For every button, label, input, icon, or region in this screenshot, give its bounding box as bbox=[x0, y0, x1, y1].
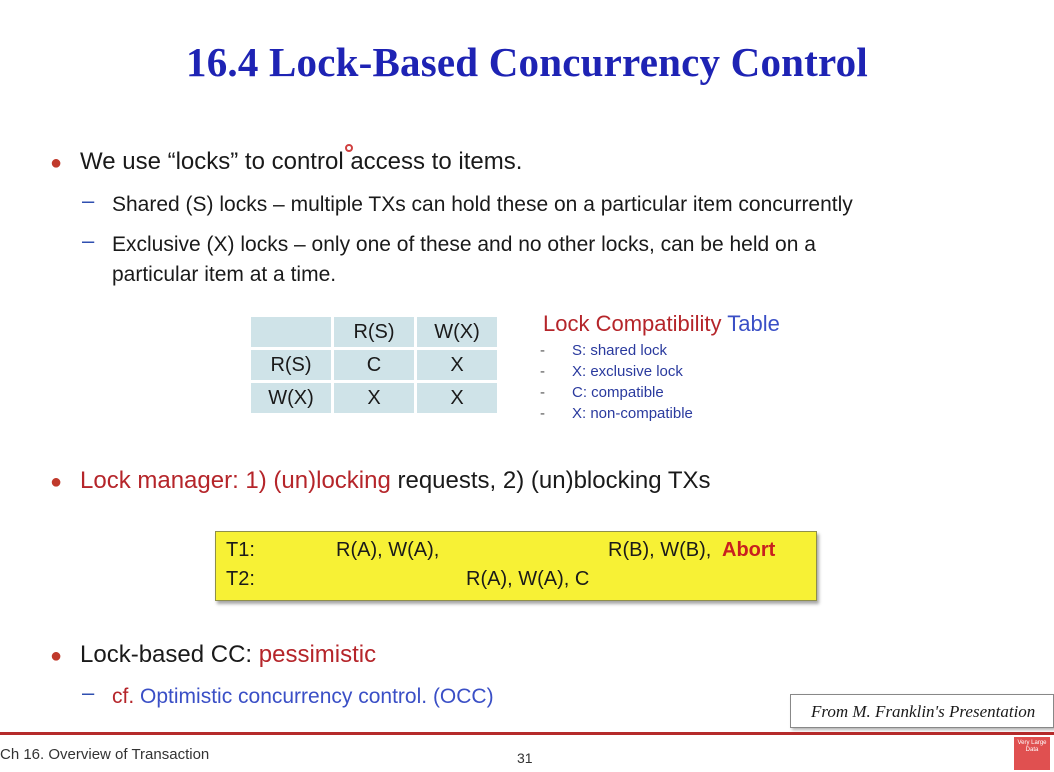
lock-compatibility-table: R(S) W(X) R(S) C X W(X) X X bbox=[248, 314, 500, 416]
footer-chapter: Ch 16. Overview of Transaction bbox=[0, 746, 210, 763]
legend-item-label: S: shared lock bbox=[572, 342, 668, 359]
sub-shared-locks: Shared (S) locks – multiple TXs can hold… bbox=[112, 193, 853, 216]
list-item: -X: exclusive lock bbox=[540, 363, 683, 380]
dash-icon: – bbox=[82, 228, 95, 253]
logo-icon: Very Large Data bbox=[1014, 737, 1050, 770]
bullet-lock-manager: Lock manager: 1) (un)locking requests, 2… bbox=[80, 467, 711, 495]
t1-ops-later: R(B), W(B), bbox=[608, 539, 712, 561]
legend-title-red: Lock Compatibility bbox=[543, 311, 722, 336]
table-row: R(S) C X bbox=[248, 347, 500, 383]
dash-icon: – bbox=[82, 188, 95, 213]
table-cell: R(S) bbox=[331, 314, 417, 350]
table-cell bbox=[248, 314, 334, 350]
bullet-locks: We use “locks” to control access to item… bbox=[80, 148, 523, 175]
table-cell: W(X) bbox=[248, 380, 334, 416]
t2-label: T2: bbox=[226, 568, 255, 590]
schedule-box: T1: R(A), W(A), R(B), W(B), Abort T2: R(… bbox=[215, 531, 817, 601]
legend-list: -S: shared lock -X: exclusive lock -C: c… bbox=[540, 340, 693, 424]
table-cell: R(S) bbox=[248, 347, 334, 383]
sub-exclusive-locks: Exclusive (X) locks – only one of these … bbox=[112, 228, 816, 292]
legend-item-label: C: compatible bbox=[572, 384, 664, 401]
cursor-pointer-icon bbox=[345, 144, 353, 152]
pessimistic-text: pessimistic bbox=[258, 641, 377, 668]
table-cell: X bbox=[331, 380, 417, 416]
list-item: -S: shared lock bbox=[540, 342, 668, 359]
table-cell: W(X) bbox=[414, 314, 500, 350]
lock-based-cc-text: Lock-based CC: bbox=[80, 641, 259, 668]
sub-occ: cf. Optimistic concurrency control. (OCC… bbox=[112, 680, 494, 714]
table-cell: C bbox=[331, 347, 417, 383]
bullet-dot-icon: ● bbox=[50, 645, 63, 667]
t1-label: T1: bbox=[226, 539, 255, 561]
lock-manager-text: requests, 2) (un)blocking TXs bbox=[390, 467, 711, 494]
table-cell: X bbox=[414, 347, 500, 383]
legend-item-label: X: non-compatible bbox=[572, 405, 693, 422]
lock-manager-red-text: Lock manager: 1) (un)locking bbox=[80, 467, 391, 494]
table-cell: X bbox=[414, 380, 500, 416]
sub-exclusive-line2: particular item at a time. bbox=[112, 263, 337, 286]
table-row: W(X) X X bbox=[248, 380, 500, 416]
cf-text: cf. bbox=[112, 685, 141, 708]
list-item: -X: non-compatible bbox=[540, 405, 693, 422]
abort-label: Abort bbox=[722, 539, 776, 561]
bullet-dot-icon: ● bbox=[50, 152, 63, 174]
footer-divider bbox=[0, 732, 1054, 735]
page-number: 31 bbox=[517, 750, 533, 766]
bullet-dot-icon: ● bbox=[50, 471, 63, 493]
slide-title: 16.4 Lock-Based Concurrency Control bbox=[186, 39, 868, 85]
t1-ops: R(A), W(A), bbox=[336, 539, 440, 561]
dash-icon: – bbox=[82, 680, 95, 705]
bullet-lock-based-cc: Lock-based CC: pessimistic bbox=[80, 641, 376, 669]
occ-text: Optimistic concurrency control. (OCC) bbox=[140, 685, 494, 708]
sub-exclusive-line1: Exclusive (X) locks – only one of these … bbox=[112, 233, 816, 256]
legend-item-label: X: exclusive lock bbox=[572, 363, 683, 380]
credit-box: From M. Franklin's Presentation bbox=[790, 694, 1054, 728]
legend-title-blue: Table bbox=[721, 311, 780, 336]
t2-ops: R(A), W(A), C bbox=[466, 568, 590, 590]
list-item: -C: compatible bbox=[540, 384, 664, 401]
legend-title: Lock Compatibility Table bbox=[543, 311, 780, 337]
table-header-row: R(S) W(X) bbox=[248, 314, 500, 350]
